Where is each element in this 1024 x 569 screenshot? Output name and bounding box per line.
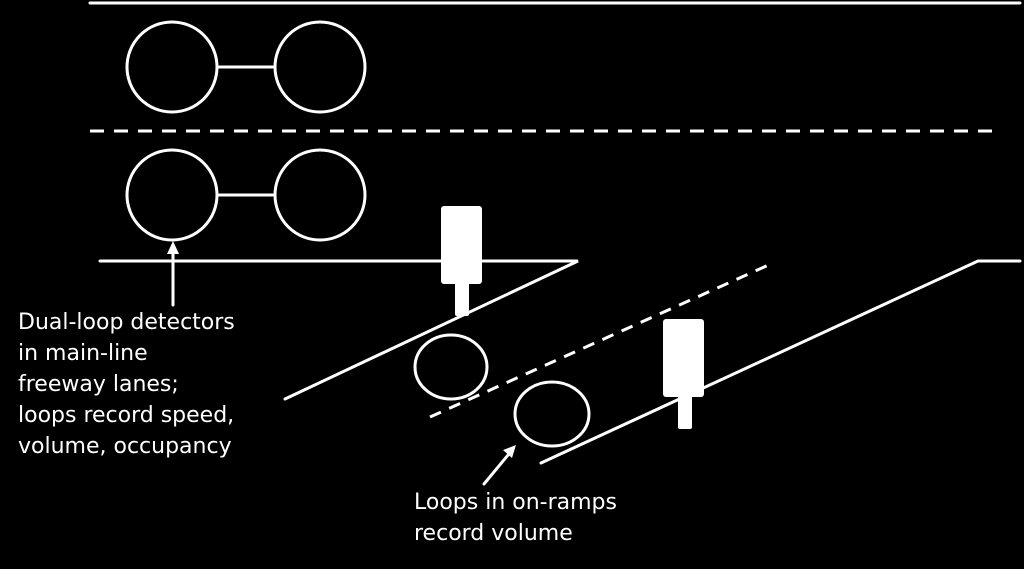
mainline-loops-callout: Dual-loop detectors in main-line freeway… xyxy=(18,307,235,462)
ramp-meter-signal-1 xyxy=(441,206,482,316)
dual-loop-detector-lane-1 xyxy=(125,20,367,114)
dual-loop-detector-lane-2 xyxy=(125,148,367,242)
ramp-outer-edge xyxy=(539,259,1022,465)
ramp-loop-lane-2 xyxy=(513,380,591,448)
loop-downstream xyxy=(273,148,367,242)
ramp-callout-arrow-shaft xyxy=(482,447,515,486)
mainline-callout-arrowhead xyxy=(167,241,179,254)
ramp-loop-lane-1 xyxy=(413,333,489,401)
callout-line: freeway lanes; xyxy=(18,372,179,397)
callout-line: Loops in on-ramps xyxy=(414,490,617,515)
signal-head xyxy=(441,206,482,284)
callout-line: record volume xyxy=(414,521,573,546)
callout-line: in main-line xyxy=(18,341,148,366)
ramp-meter-signal-2 xyxy=(663,319,704,429)
mainline-bottom-edge-gore xyxy=(98,259,579,401)
callout-line: volume, occupancy xyxy=(18,434,232,459)
signal-pole xyxy=(455,282,469,316)
signal-head xyxy=(663,319,704,397)
loop-upstream xyxy=(125,20,219,114)
callout-line: loops record speed, xyxy=(18,403,235,428)
loop-downstream xyxy=(273,20,367,114)
loop-upstream xyxy=(125,148,219,242)
ramp-loops-callout: Loops in on-ramps record volume xyxy=(414,487,617,549)
signal-pole xyxy=(678,395,692,429)
callout-line: Dual-loop detectors xyxy=(18,310,235,335)
ramp-lane-divider-dashed xyxy=(429,261,774,419)
ramp-callout-arrowhead xyxy=(503,445,516,458)
